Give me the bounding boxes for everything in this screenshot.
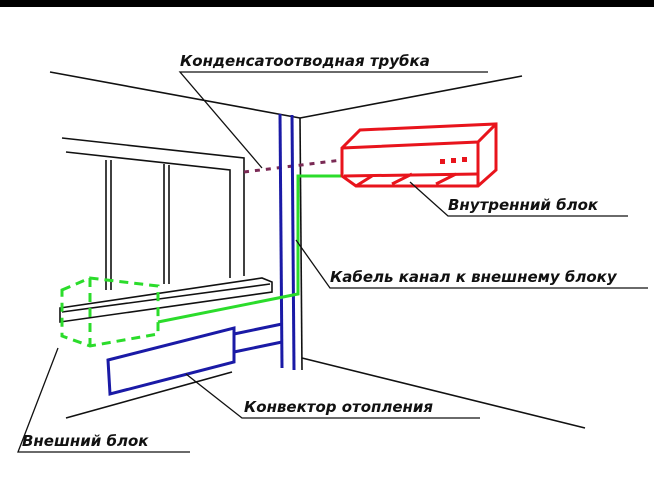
leader-indoor-unit [409,181,628,217]
indoor-unit [340,122,498,188]
window [59,137,273,323]
cable-route-line [157,174,342,324]
cable-channel [278,113,296,371]
convector-pipe-upper [233,322,283,336]
heating-convector [106,322,283,396]
indicator-dot-2 [451,158,456,163]
leader-drain-tube [178,71,488,169]
indoor-unit-vent-1 [355,174,373,188]
leader-lines [17,71,648,453]
ceiling-left-edge [49,71,301,119]
label-outdoor-unit: Внешний блок [22,432,149,450]
convector-body [106,326,236,396]
cable-channel-left-rail [278,113,284,369]
outdoor-unit-outline [60,276,160,348]
top-border [0,0,654,7]
window-frame-inner [65,151,231,278]
indoor-unit-body [340,122,498,188]
leader-convector [185,373,480,419]
cable-channel-right-rail [290,114,296,371]
indoor-unit-bottom-line [343,172,479,178]
indicator-dot-1 [440,159,445,164]
label-drain-tube: Конденсатоотводная трубка [180,52,430,70]
room-walls [49,71,586,429]
floor-left-edge [65,371,233,419]
leader-outdoor-unit [17,347,190,453]
label-cable-channel: Кабель канал к внешнему блоку [330,268,618,286]
label-indoor-unit: Внутренний блок [448,196,599,214]
indoor-unit-indicators [440,157,467,164]
window-sill-edge [61,283,271,313]
ceiling-right-edge [299,75,523,119]
indicator-dot-3 [462,157,467,162]
outdoor-unit [60,276,160,348]
wall-corner-line [299,117,303,371]
label-convector: Конвектор отопления [244,398,433,416]
convector-pipe-lower [233,340,283,354]
window-frame-outer [61,137,245,276]
floor-right-edge [301,357,586,429]
window-sill [59,277,273,323]
leader-cable-channel [295,239,648,289]
